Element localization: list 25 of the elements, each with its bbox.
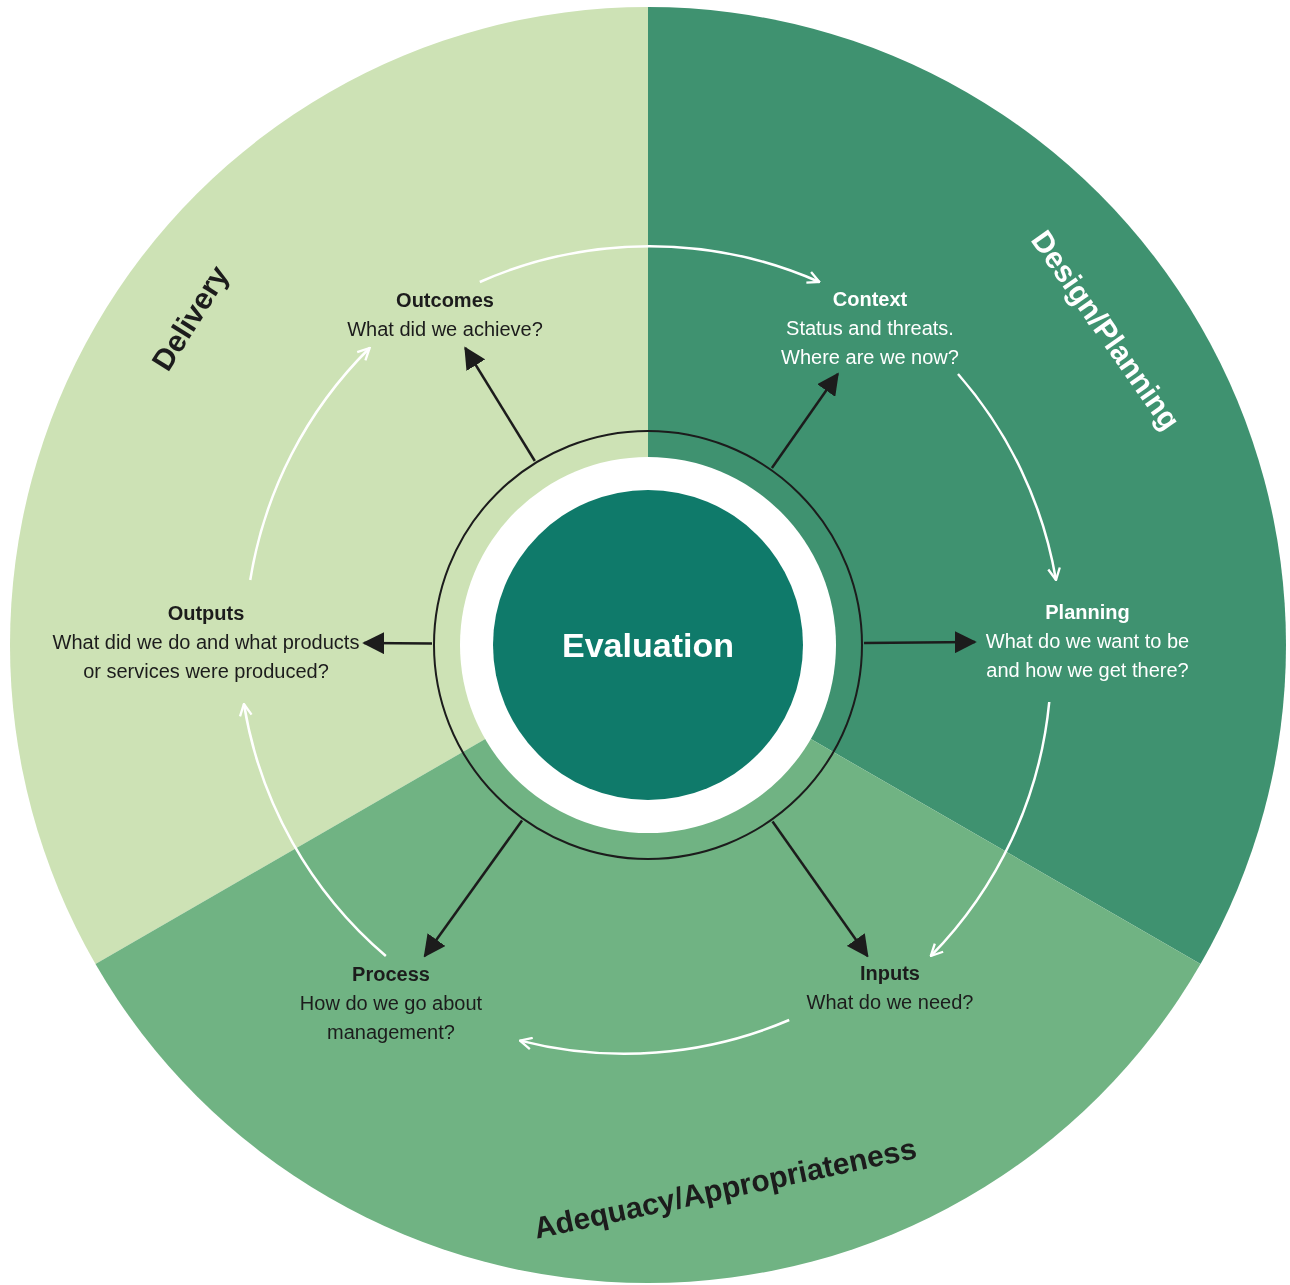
arrow — [423, 819, 524, 958]
stage-question: What did we do and what products or services were produced? — [51, 629, 361, 684]
arrow — [518, 1018, 790, 1055]
arrow — [929, 701, 1051, 958]
stage-question: What do we need? — [806, 990, 974, 1015]
arrow — [479, 245, 821, 285]
stage-heading: Planning — [1045, 599, 1130, 625]
stage-heading: Outputs — [167, 600, 245, 626]
arrow — [249, 346, 371, 581]
stage-heading: Process — [352, 961, 430, 987]
stage-question: How do we go about management? — [298, 990, 484, 1045]
arrow — [362, 632, 432, 655]
stage-heading: Context — [832, 286, 908, 312]
arrow — [957, 373, 1061, 582]
arrow — [464, 346, 536, 462]
center-title: Evaluation — [562, 624, 734, 666]
arrow — [864, 631, 977, 654]
arrow — [771, 820, 869, 958]
stage-question: What do we want to be and how we get there? — [984, 628, 1191, 683]
stage-heading: Inputs — [860, 961, 920, 986]
arrow — [770, 372, 839, 469]
arrow — [239, 702, 387, 957]
stage-question: What did we achieve? — [347, 317, 543, 342]
stage-question: Status and threats. Where are we now? — [780, 315, 960, 370]
stage-heading: Outcomes — [396, 288, 494, 313]
